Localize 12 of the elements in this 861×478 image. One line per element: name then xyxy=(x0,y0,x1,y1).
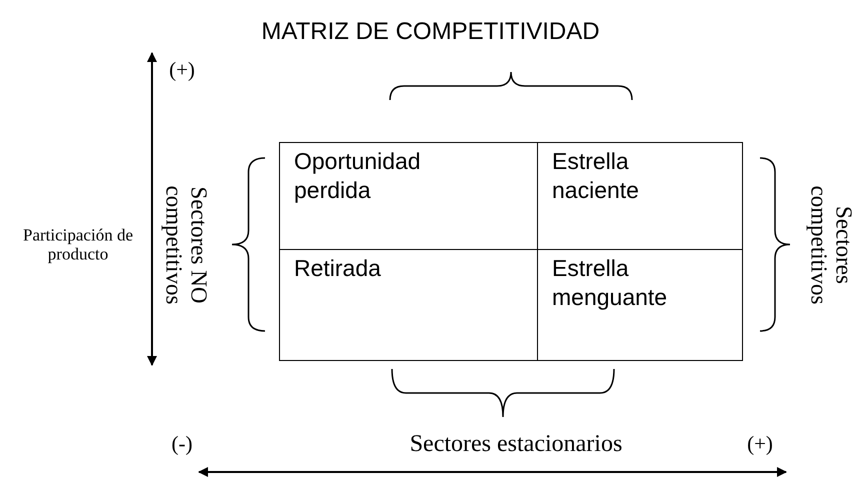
matrix-quadrant: Estrella menguante xyxy=(537,249,743,361)
axis-end-label: (-) xyxy=(170,432,194,456)
axis-end-label: (+) xyxy=(746,432,774,456)
matrix-quadrant: Oportunidad perdida xyxy=(279,142,537,249)
axis-label: Sectores competitivos xyxy=(806,184,856,306)
axis-end-label: (+) xyxy=(168,58,196,82)
matrix-quadrant: Retirada xyxy=(279,249,537,361)
diagram-title: MATRIZ DE COMPETITIVIDAD xyxy=(260,18,601,46)
axis-label: Sectores NO competitivos xyxy=(160,184,212,306)
axis-label: Sectores estacionarios xyxy=(408,430,624,458)
axis-label: Participación de producto xyxy=(23,226,133,264)
matrix-quadrant: Estrella naciente xyxy=(537,142,743,249)
